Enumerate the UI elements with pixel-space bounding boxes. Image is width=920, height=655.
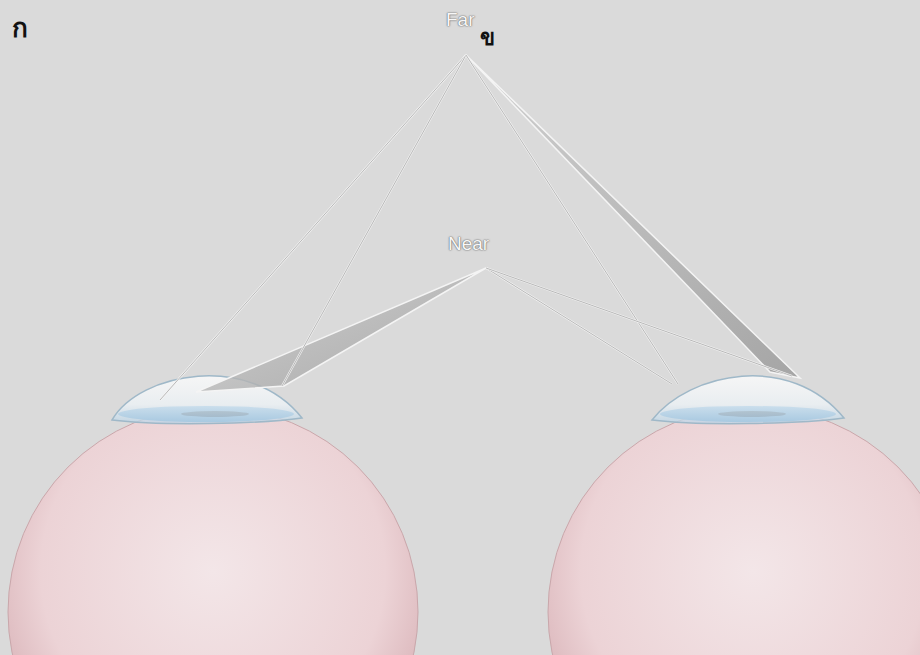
light-ray [466,55,678,384]
point-label: Far [446,10,475,31]
light-ray [466,55,678,384]
light-ray [282,55,466,386]
right-cornea [652,376,844,424]
light-ray [160,55,466,400]
light-ray [486,268,672,384]
light-ray [282,55,466,386]
light-ray [160,55,466,400]
light-cone [466,55,800,378]
light-ray [486,268,672,384]
right-eyeball [548,407,920,655]
left-eyeball [8,407,418,655]
panel-letter: ก [12,14,28,43]
light-ray [486,268,792,376]
point-label: Near [448,234,489,255]
light-ray [486,268,792,376]
light-cone [196,268,486,392]
panel-letter: ข [480,26,495,50]
